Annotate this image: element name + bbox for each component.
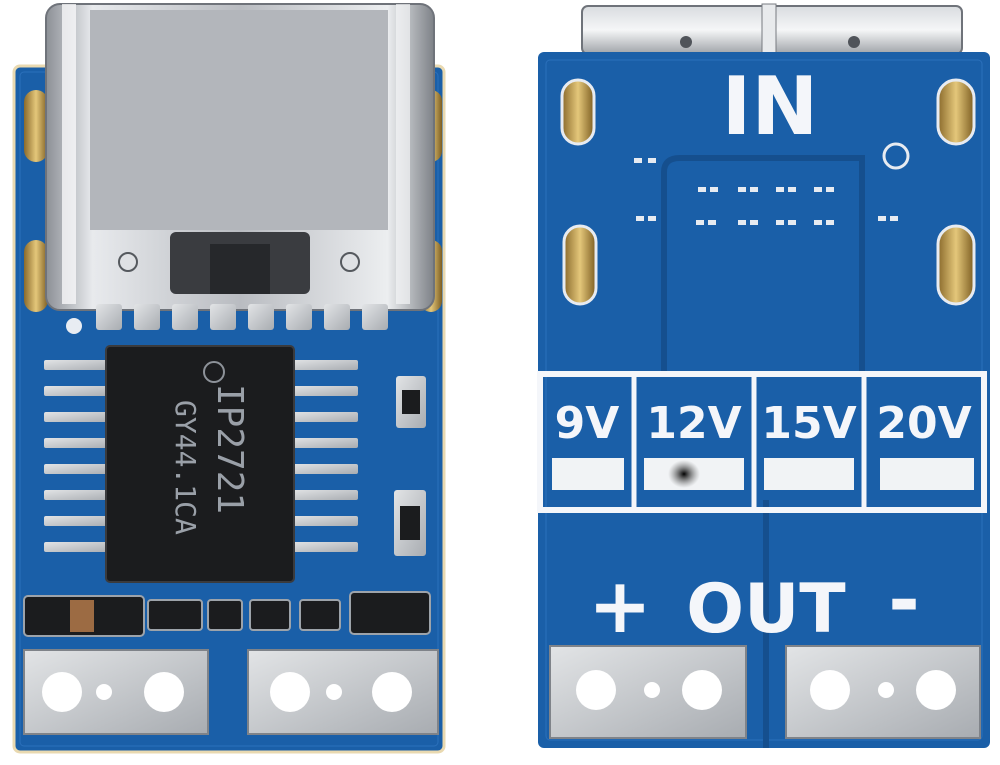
smd-components bbox=[23, 376, 431, 637]
output-plus-sign: + bbox=[588, 561, 652, 650]
via bbox=[882, 142, 910, 170]
chip-marking-lot: GY44.1CA bbox=[169, 400, 202, 535]
usb-c-connector bbox=[45, 3, 435, 311]
ip2721-chip: IP2721 GY44.1CA bbox=[105, 345, 295, 583]
voltage-option-15v: 15V bbox=[761, 398, 856, 449]
via-dots bbox=[634, 158, 898, 225]
front-output-pad-right bbox=[247, 649, 439, 735]
mount-slot bbox=[24, 240, 48, 312]
mount-slot bbox=[562, 224, 598, 306]
jumper-pad-9v bbox=[552, 458, 624, 490]
input-label: IN bbox=[722, 60, 819, 153]
jumper-pad-15v bbox=[764, 458, 854, 490]
usb-c-connector-back bbox=[581, 3, 963, 55]
jumper-pad-20v bbox=[880, 458, 974, 490]
pin1-dot bbox=[66, 318, 82, 334]
mount-slot bbox=[24, 90, 48, 162]
copper-trace bbox=[661, 155, 865, 748]
voltage-option-20v: 20V bbox=[876, 398, 971, 449]
usb-solder-pads bbox=[96, 304, 388, 330]
front-board: IP2721 GY44.1CA bbox=[12, 3, 446, 754]
solder-blob-selected bbox=[668, 460, 700, 488]
mount-slot bbox=[560, 78, 596, 146]
chip-marking-part: IP2721 bbox=[209, 384, 250, 514]
ic-pins bbox=[44, 360, 358, 552]
back-pcb bbox=[538, 52, 990, 748]
output-label: OUT bbox=[686, 570, 846, 649]
voltage-selector-table: 9V 12V 15V 20V bbox=[537, 371, 987, 513]
voltage-option-12v: 12V bbox=[646, 398, 741, 449]
mount-slot bbox=[936, 224, 976, 306]
output-minus-sign: - bbox=[888, 555, 920, 644]
front-output-pad-left bbox=[23, 649, 209, 735]
mount-slot bbox=[936, 78, 976, 146]
back-board: IN 9V 12V 15V 20V + OUT - bbox=[537, 3, 990, 748]
voltage-option-9v: 9V bbox=[555, 398, 620, 449]
back-output-pad-minus bbox=[785, 645, 981, 739]
back-output-pad-plus bbox=[549, 645, 747, 739]
